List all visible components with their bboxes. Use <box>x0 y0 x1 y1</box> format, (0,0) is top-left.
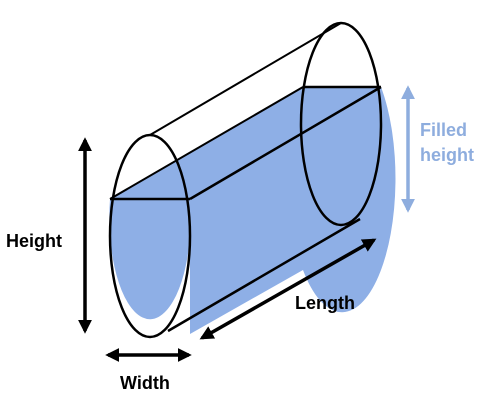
filled-height-label: Filled height <box>420 118 474 168</box>
length-label: Length <box>295 293 355 313</box>
cylinder-top-edge <box>149 22 342 136</box>
length-arrow-icon <box>199 238 377 340</box>
liquid-side-edge-near <box>109 86 304 200</box>
height-label: Height <box>6 231 62 251</box>
liquid-surface <box>110 87 381 199</box>
filled-height-label-line1: Filled <box>420 120 468 140</box>
liquid-side-edge-far <box>189 85 382 201</box>
width-label: Width <box>120 373 170 393</box>
filled-height-label-line2: height <box>420 145 474 165</box>
